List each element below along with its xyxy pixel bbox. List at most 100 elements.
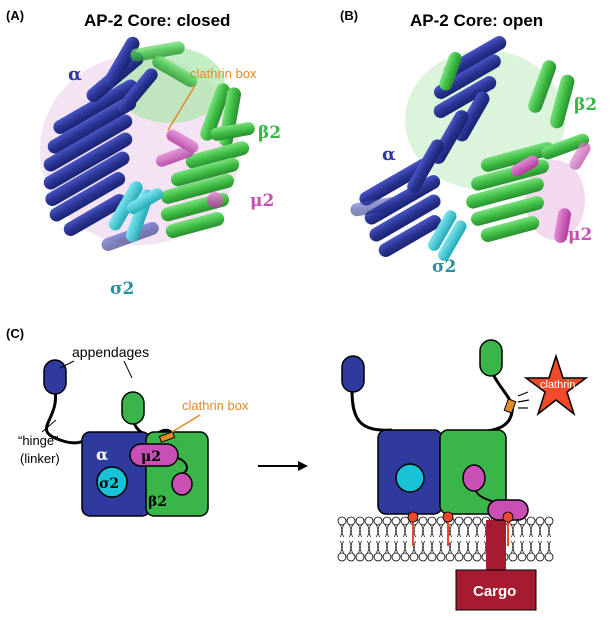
- lipid-tail: [439, 524, 443, 538]
- panel-b-alpha-label: α: [382, 144, 396, 165]
- lipid-tail: [538, 540, 542, 554]
- lipid-head: [418, 552, 428, 562]
- cargo-box: [455, 569, 537, 611]
- mu2-c-terminal-domain: [171, 472, 193, 496]
- lipid-head: [364, 516, 374, 526]
- mu2-subunit-label: μ2: [141, 449, 161, 465]
- lipid-head: [526, 552, 536, 562]
- open-alpha-appendage: [341, 355, 365, 393]
- lipid-head: [391, 552, 401, 562]
- lipid-head: [436, 552, 446, 562]
- lipid-head: [472, 552, 482, 562]
- panel-a-tag: (A): [6, 8, 24, 23]
- open-beta2-appendage: [479, 339, 503, 377]
- panel-a-beta2-label: β2: [258, 123, 281, 143]
- cargo-label: Cargo: [473, 583, 516, 600]
- sigma2-subunit: [96, 466, 128, 498]
- lipid-head: [364, 552, 374, 562]
- clathrin-star: [523, 353, 589, 417]
- open-sigma2-subunit: [395, 463, 425, 493]
- lipid-tail: [403, 540, 407, 554]
- clathrin-label: clathrin: [540, 379, 575, 391]
- lipid-tail: [385, 524, 389, 538]
- lipid-head: [355, 516, 365, 526]
- mu2-subunit: [129, 443, 179, 467]
- panel-b-sigma2-helices: [428, 210, 467, 261]
- lipid-tail: [376, 540, 380, 554]
- lipid-tail: [448, 540, 452, 554]
- lipid-tail: [367, 540, 371, 554]
- lipid-tail: [538, 524, 542, 538]
- panel-c-clathrin-box-label: clathrin box: [182, 398, 249, 413]
- panel-b-beta2-label: β2: [574, 95, 597, 115]
- lipid-tail: [340, 524, 344, 538]
- lipid-tail: [466, 524, 470, 538]
- lipid-head: [463, 552, 473, 562]
- lipid-tail: [475, 524, 479, 538]
- lipid-head: [346, 516, 356, 526]
- panel-c-tag: (C): [6, 326, 24, 341]
- lipid-head: [454, 516, 464, 526]
- lipid-head: [427, 552, 437, 562]
- panel-c-closed-schematic: appendages “hinge” (linker) clathrin box…: [18, 344, 249, 517]
- clathrin-box-marker: [158, 431, 176, 443]
- sigma2-subunit-label: σ2: [99, 476, 119, 492]
- lipid-head: [400, 552, 410, 562]
- lipid-head: [544, 516, 554, 526]
- lipid-head: [526, 516, 536, 526]
- lipid-head: [445, 552, 455, 562]
- lipid-tail: [430, 540, 434, 554]
- lipid-head: [400, 516, 410, 526]
- panel-b-sigma2-label: σ2: [432, 257, 456, 277]
- lipid-tail: [457, 524, 461, 538]
- lipid-head: [535, 516, 545, 526]
- lipid-head: [337, 516, 347, 526]
- lipid-head: [544, 552, 554, 562]
- panel-a: (A) AP-2 Core: closed: [6, 8, 281, 299]
- lipid-tail: [520, 540, 524, 554]
- lipid-head: [382, 516, 392, 526]
- panel-c: (C) appendages “hinge” (linker): [6, 326, 589, 611]
- panel-a-clathrin-box-label: clathrin box: [190, 66, 257, 81]
- panel-a-clathrin-box-pointer: [167, 83, 197, 131]
- lipid-tail: [349, 540, 353, 554]
- lipid-tail: [385, 540, 389, 554]
- lipid-tail: [358, 540, 362, 554]
- lipid-tail: [367, 524, 371, 538]
- lipid-tail: [547, 540, 551, 554]
- lipid-tail: [520, 524, 524, 538]
- panel-a-title: AP-2 Core: closed: [84, 11, 230, 30]
- lipid-head: [535, 552, 545, 562]
- panel-a-sigma2-label: σ2: [110, 279, 134, 299]
- lipid-tail: [439, 540, 443, 554]
- lipid-tail: [403, 524, 407, 538]
- alpha-subunit-label: α: [96, 445, 108, 464]
- cargo-transmembrane: [486, 520, 506, 580]
- lipid-tail: [466, 540, 470, 554]
- lipid-tail: [394, 524, 398, 538]
- linker-label: (linker): [20, 451, 60, 466]
- lipid-tail: [376, 524, 380, 538]
- lipid-head: [337, 552, 347, 562]
- transition-arrow: [258, 461, 308, 471]
- lipid-head: [391, 516, 401, 526]
- lipid-head: [418, 516, 428, 526]
- lipid-tail: [421, 540, 425, 554]
- lipid-tail: [547, 524, 551, 538]
- lipid-tail: [475, 540, 479, 554]
- lipid-tail: [430, 524, 434, 538]
- lipid-tail: [511, 524, 515, 538]
- lipid-tail: [394, 540, 398, 554]
- lipid-head: [409, 552, 419, 562]
- panel-b-beta2-helices: [439, 51, 590, 242]
- lipid-head: [508, 552, 518, 562]
- panel-b: (B) AP-2 Core: open: [340, 8, 597, 277]
- lipid-head: [346, 552, 356, 562]
- lipid-head: [382, 552, 392, 562]
- open-clathrin-box-marker: [503, 398, 517, 414]
- lipid-tail: [457, 540, 461, 554]
- pip2-lipids: [407, 511, 514, 546]
- lipid-tail: [448, 524, 452, 538]
- appendages-label: appendages: [72, 344, 149, 360]
- panel-b-mu2-label: μ2: [568, 225, 592, 245]
